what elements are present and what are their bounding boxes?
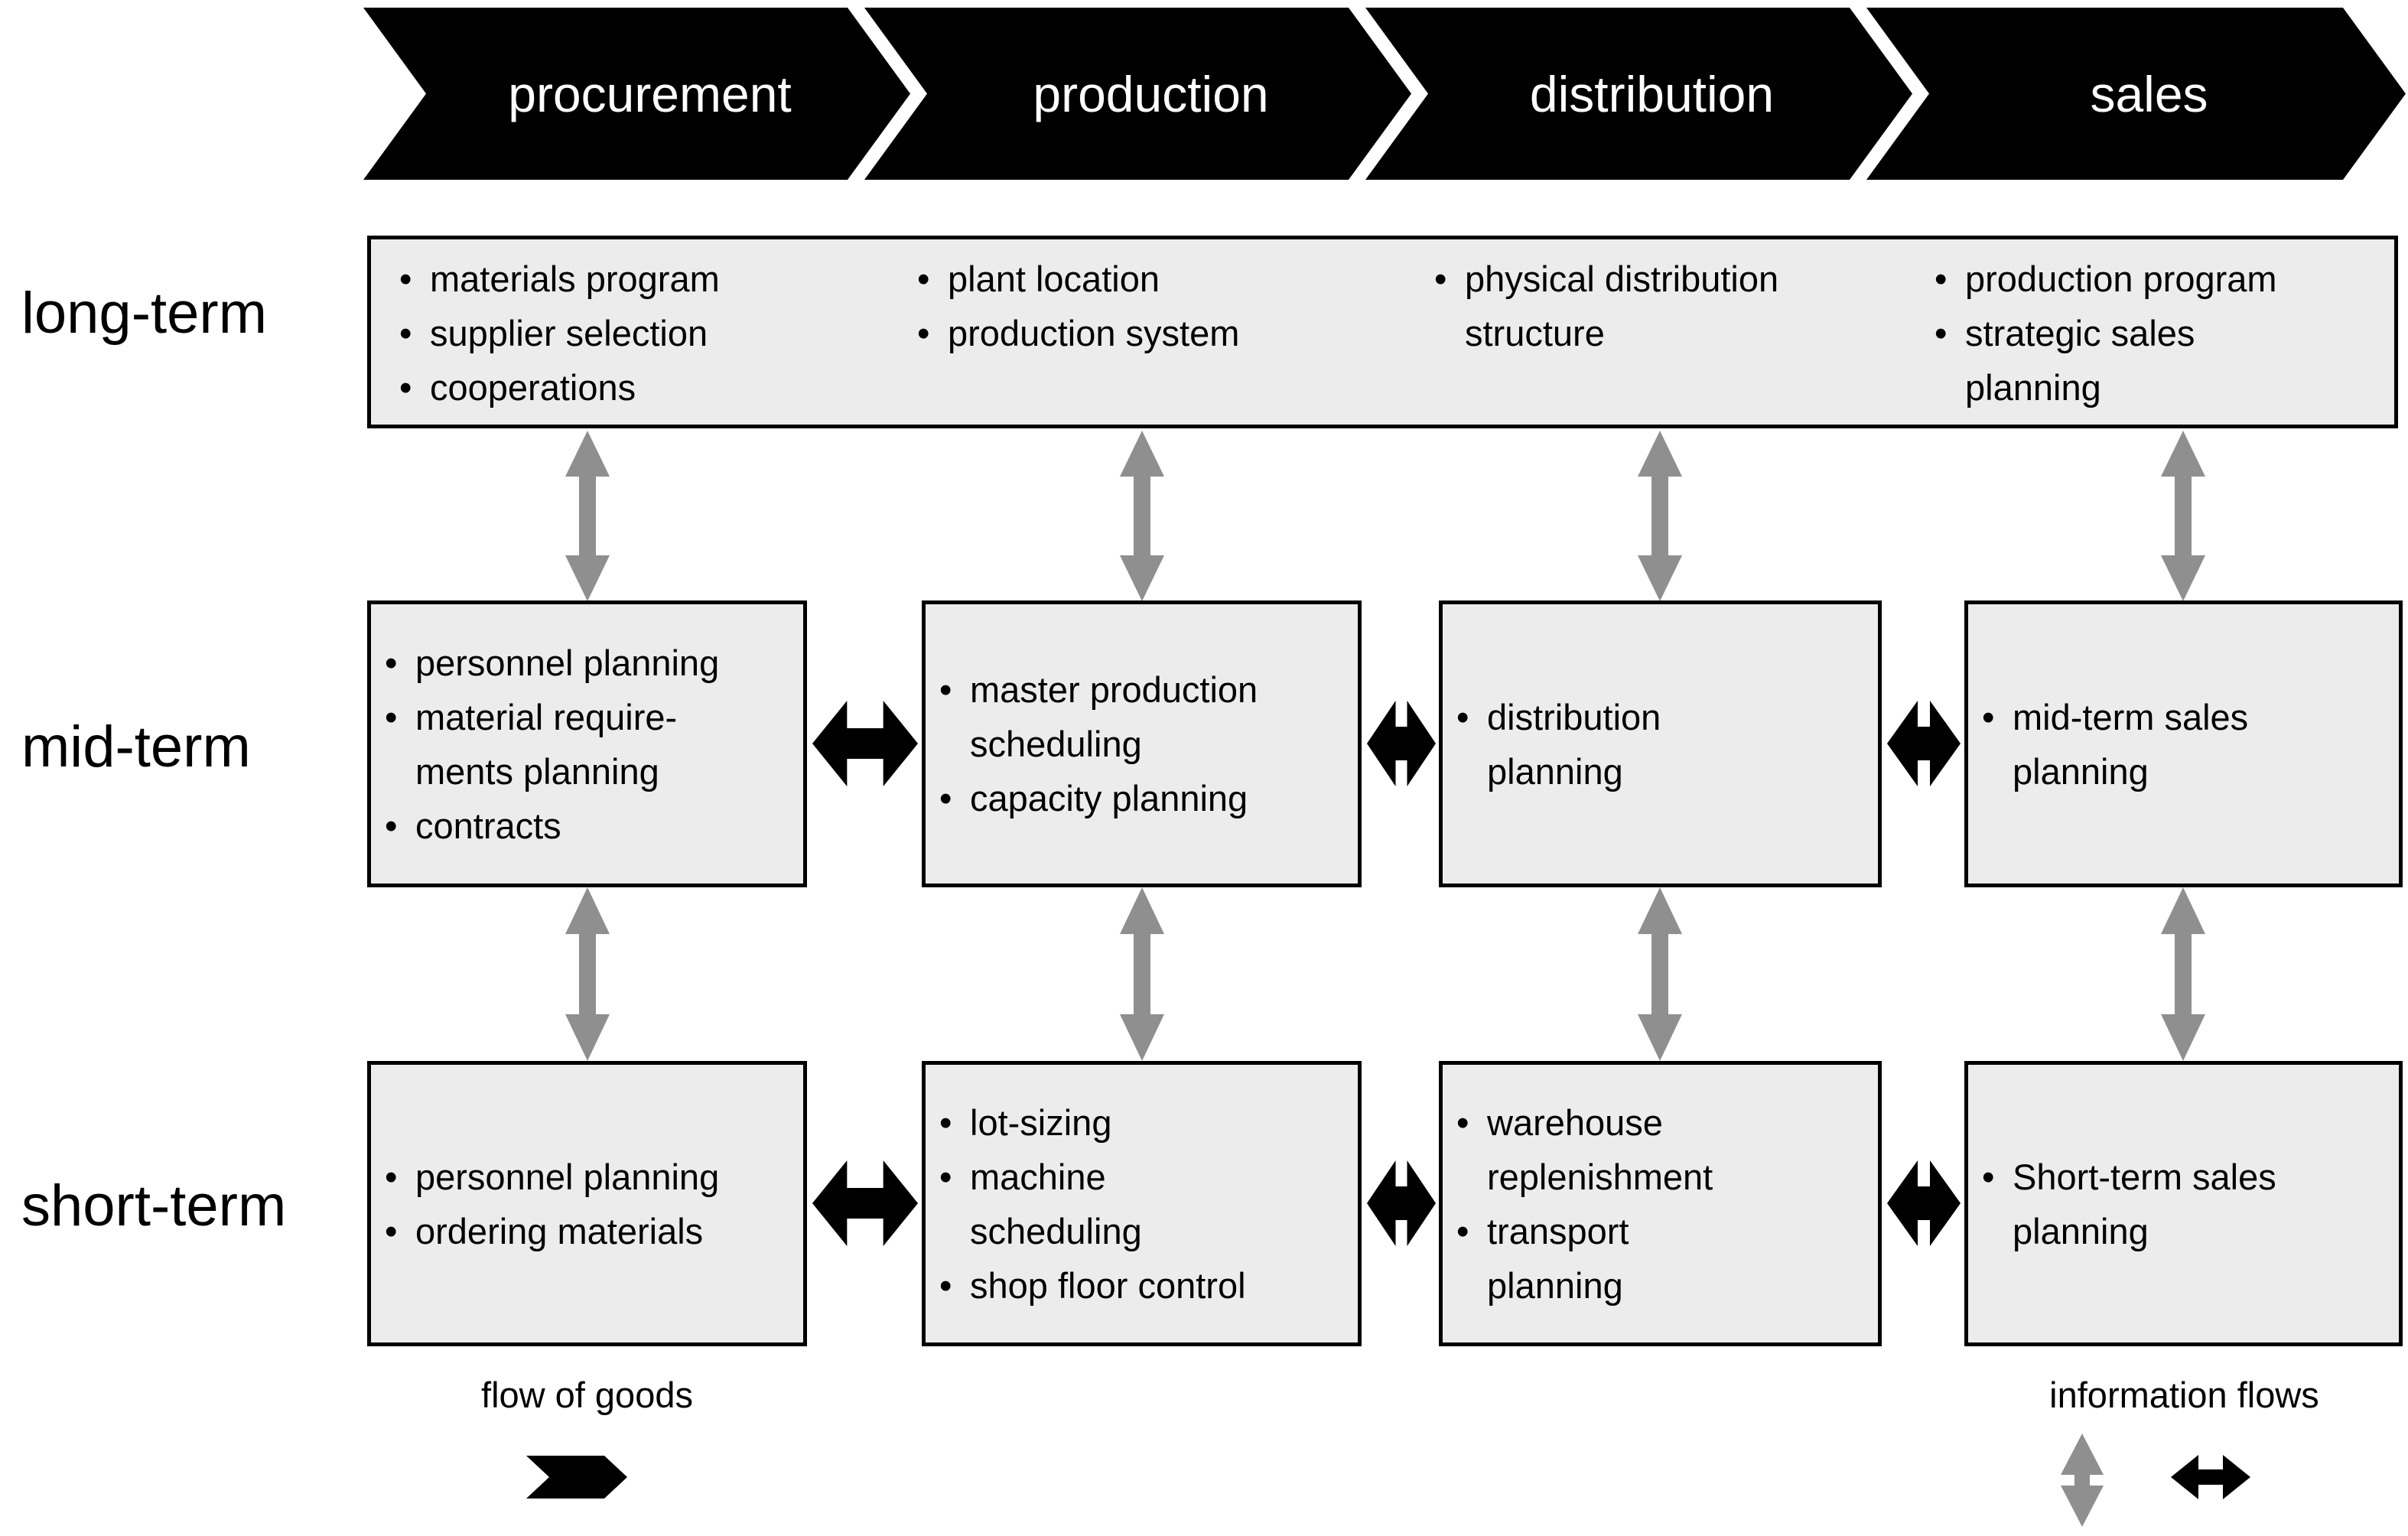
bullet-item: Short-term sales: [1973, 1150, 2394, 1204]
long-term-sales-items: production program strategic sales plann…: [1925, 252, 2277, 415]
bullet-item: strategic sales: [1925, 306, 2277, 360]
box-mid-procurement: personnel planning material require- men…: [367, 600, 807, 887]
vertical-info-flow-arrow: [565, 887, 610, 1061]
box-short-sales: Short-term sales planning: [1964, 1061, 2403, 1346]
bullet-item: lot-sizing: [930, 1095, 1353, 1150]
bullet-item: ordering materials: [376, 1204, 799, 1258]
vertical-info-flow-arrow: [1638, 887, 1682, 1061]
legend-information-flows-label: information flows: [2049, 1375, 2319, 1415]
bullet-item-continuation: structure: [1465, 313, 1605, 353]
process-stage-distribution: distribution: [1365, 8, 1912, 180]
bullet-item: capacity planning: [930, 771, 1353, 825]
bullet-item: personnel planning: [376, 636, 799, 690]
bullet-item: material require-: [376, 690, 799, 744]
bullet-item-continuation: replenishment: [1487, 1156, 1713, 1197]
bullet-item: production system: [908, 306, 1239, 360]
vertical-info-flow-arrow: [2161, 431, 2205, 601]
vertical-info-flow-legend-icon: [2061, 1433, 2104, 1527]
horizontal-info-flow-arrow: [812, 701, 918, 786]
process-stage-label: sales: [2090, 65, 2208, 122]
bullet-item: physical distribution: [1425, 252, 1778, 306]
vertical-info-flow-arrow: [1638, 431, 1682, 601]
vertical-info-flow-arrow: [1120, 431, 1164, 601]
legend-flow-of-goods-label: flow of goods: [481, 1375, 693, 1415]
bullet-item: warehouse: [1447, 1095, 1873, 1150]
bullet-item: mid-term sales: [1973, 690, 2394, 744]
row-label-long-term: long-term: [21, 281, 267, 346]
bullet-item: shop floor control: [930, 1258, 1353, 1313]
bullet-item: plant location: [908, 252, 1239, 306]
bullet-item: master production: [930, 662, 1353, 717]
box-mid-sales: mid-term sales planning: [1964, 600, 2403, 887]
row-label-short-term: short-term: [21, 1173, 287, 1238]
process-stage-label: procurement: [508, 65, 792, 122]
horizontal-info-flow-arrow: [1367, 1160, 1436, 1246]
row-label-mid-term: mid-term: [21, 714, 251, 779]
process-stage-production: production: [864, 8, 1411, 180]
process-stage-label: distribution: [1529, 65, 1775, 122]
horizontal-info-flow-arrow: [1887, 701, 1961, 786]
bullet-item-continuation: planning: [1487, 1264, 1623, 1306]
bullet-item: materials program: [390, 252, 720, 306]
bullet-item: supplier selection: [390, 306, 720, 360]
flow-of-goods-chevron-icon: [526, 1456, 627, 1499]
long-term-procurement-items: materials program supplier selection coo…: [390, 252, 720, 415]
bullet-item: production program: [1925, 252, 2277, 306]
box-short-procurement: personnel planning ordering materials: [367, 1061, 807, 1346]
bullet-item: cooperations: [390, 360, 720, 415]
horizontal-info-flow-arrow: [812, 1160, 918, 1246]
horizontal-info-flow-legend-icon: [2171, 1455, 2250, 1499]
bullet-item: contracts: [376, 799, 799, 853]
bullet-item: machine: [930, 1150, 1353, 1204]
bullet-item-continuation: ments planning: [415, 750, 659, 792]
long-term-production-items: plant location production system: [908, 252, 1239, 360]
process-stage-label: production: [1033, 65, 1269, 122]
bullet-item-continuation: planning: [1965, 367, 2101, 408]
long-term-distribution-items: physical distribution structure: [1425, 252, 1778, 360]
vertical-info-flow-arrow: [2161, 887, 2205, 1061]
bullet-item: transport: [1447, 1204, 1873, 1258]
bullet-item-continuation: planning: [2013, 1210, 2149, 1251]
horizontal-info-flow-arrow: [1367, 701, 1436, 786]
box-mid-production: master production scheduling capacity pl…: [922, 600, 1362, 887]
box-short-distribution: warehouse replenishment transport planni…: [1439, 1061, 1882, 1346]
vertical-info-flow-arrow: [1120, 887, 1164, 1061]
process-stage-sales: sales: [1866, 8, 2406, 180]
bullet-item: personnel planning: [376, 1150, 799, 1204]
process-stage-procurement: procurement: [363, 8, 910, 180]
bullet-item-continuation: scheduling: [970, 1210, 1142, 1251]
bullet-item-continuation: scheduling: [970, 724, 1142, 764]
horizontal-info-flow-arrow: [1887, 1160, 1961, 1246]
box-short-production: lot-sizing machine scheduling shop floor…: [922, 1061, 1362, 1346]
box-long-term: materials program supplier selection coo…: [367, 236, 2398, 428]
bullet-item: distribution: [1447, 690, 1873, 744]
box-mid-distribution: distribution planning: [1439, 600, 1882, 887]
vertical-info-flow-arrow: [565, 431, 610, 601]
bullet-item-continuation: planning: [1487, 750, 1623, 792]
bullet-item-continuation: planning: [2013, 750, 2149, 792]
